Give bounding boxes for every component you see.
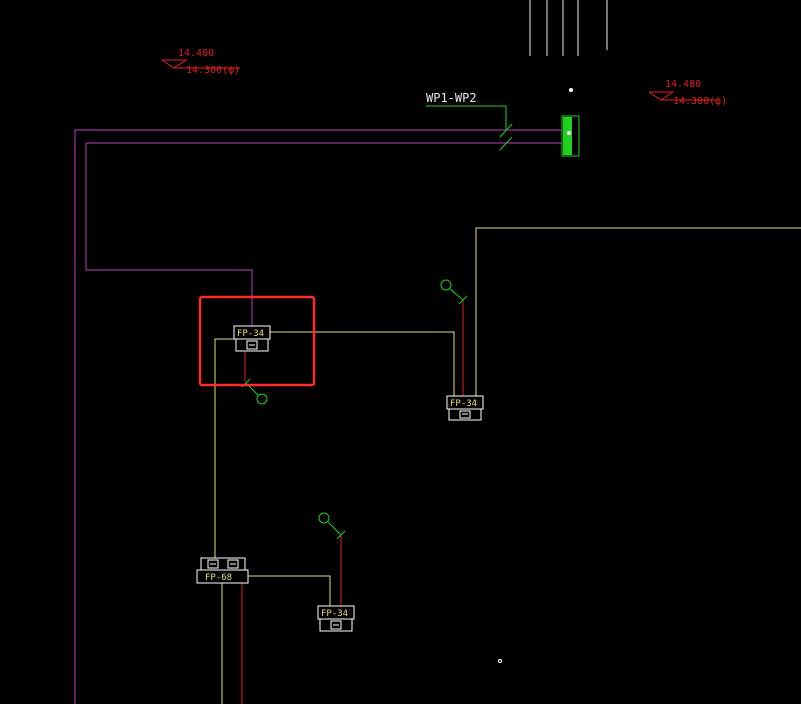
unit-label: FP-68 [205,573,232,583]
riser-lines [529,0,608,56]
elevation-bottom-text: 14.300(ϕ) [186,65,240,76]
pipe-label-text: WP1-WP2 [426,91,477,105]
unit-label: FP-34 [237,329,264,339]
fan-coil-unit-fp34-highlighted[interactable]: FP-34 [233,325,271,352]
magenta-pipes [74,129,562,704]
point-marker [569,88,573,92]
fan-coil-unit-fp34-bottom[interactable]: FP-34 [317,605,355,632]
valve-symbol [318,512,346,540]
point-marker [498,659,502,663]
elevation-top-text: 14.400 [178,48,214,59]
riser-sleeve [561,115,580,157]
valve-symbol [440,279,468,305]
elevation-bottom-text: 14.300(ϕ) [673,96,727,107]
red-pipes [241,300,464,704]
elevation-marker-1: 14.400 14.300(ϕ) [161,48,240,76]
fan-coil-unit-fp34-right[interactable]: FP-34 [446,395,484,421]
pipe-label-leader: WP1-WP2 [426,91,507,130]
selection-highlight-box [198,295,316,387]
elevation-top-text: 14.480 [665,79,701,90]
valve-symbol [241,378,268,405]
fan-coil-unit-fp68[interactable]: FP-68 [196,557,249,584]
yellow-pipes [214,227,801,704]
unit-label: FP-34 [450,399,477,409]
unit-label: FP-34 [321,609,348,619]
elevation-marker-2: 14.480 14.300(ϕ) [648,79,727,107]
pipe-break-ticks [499,123,513,151]
